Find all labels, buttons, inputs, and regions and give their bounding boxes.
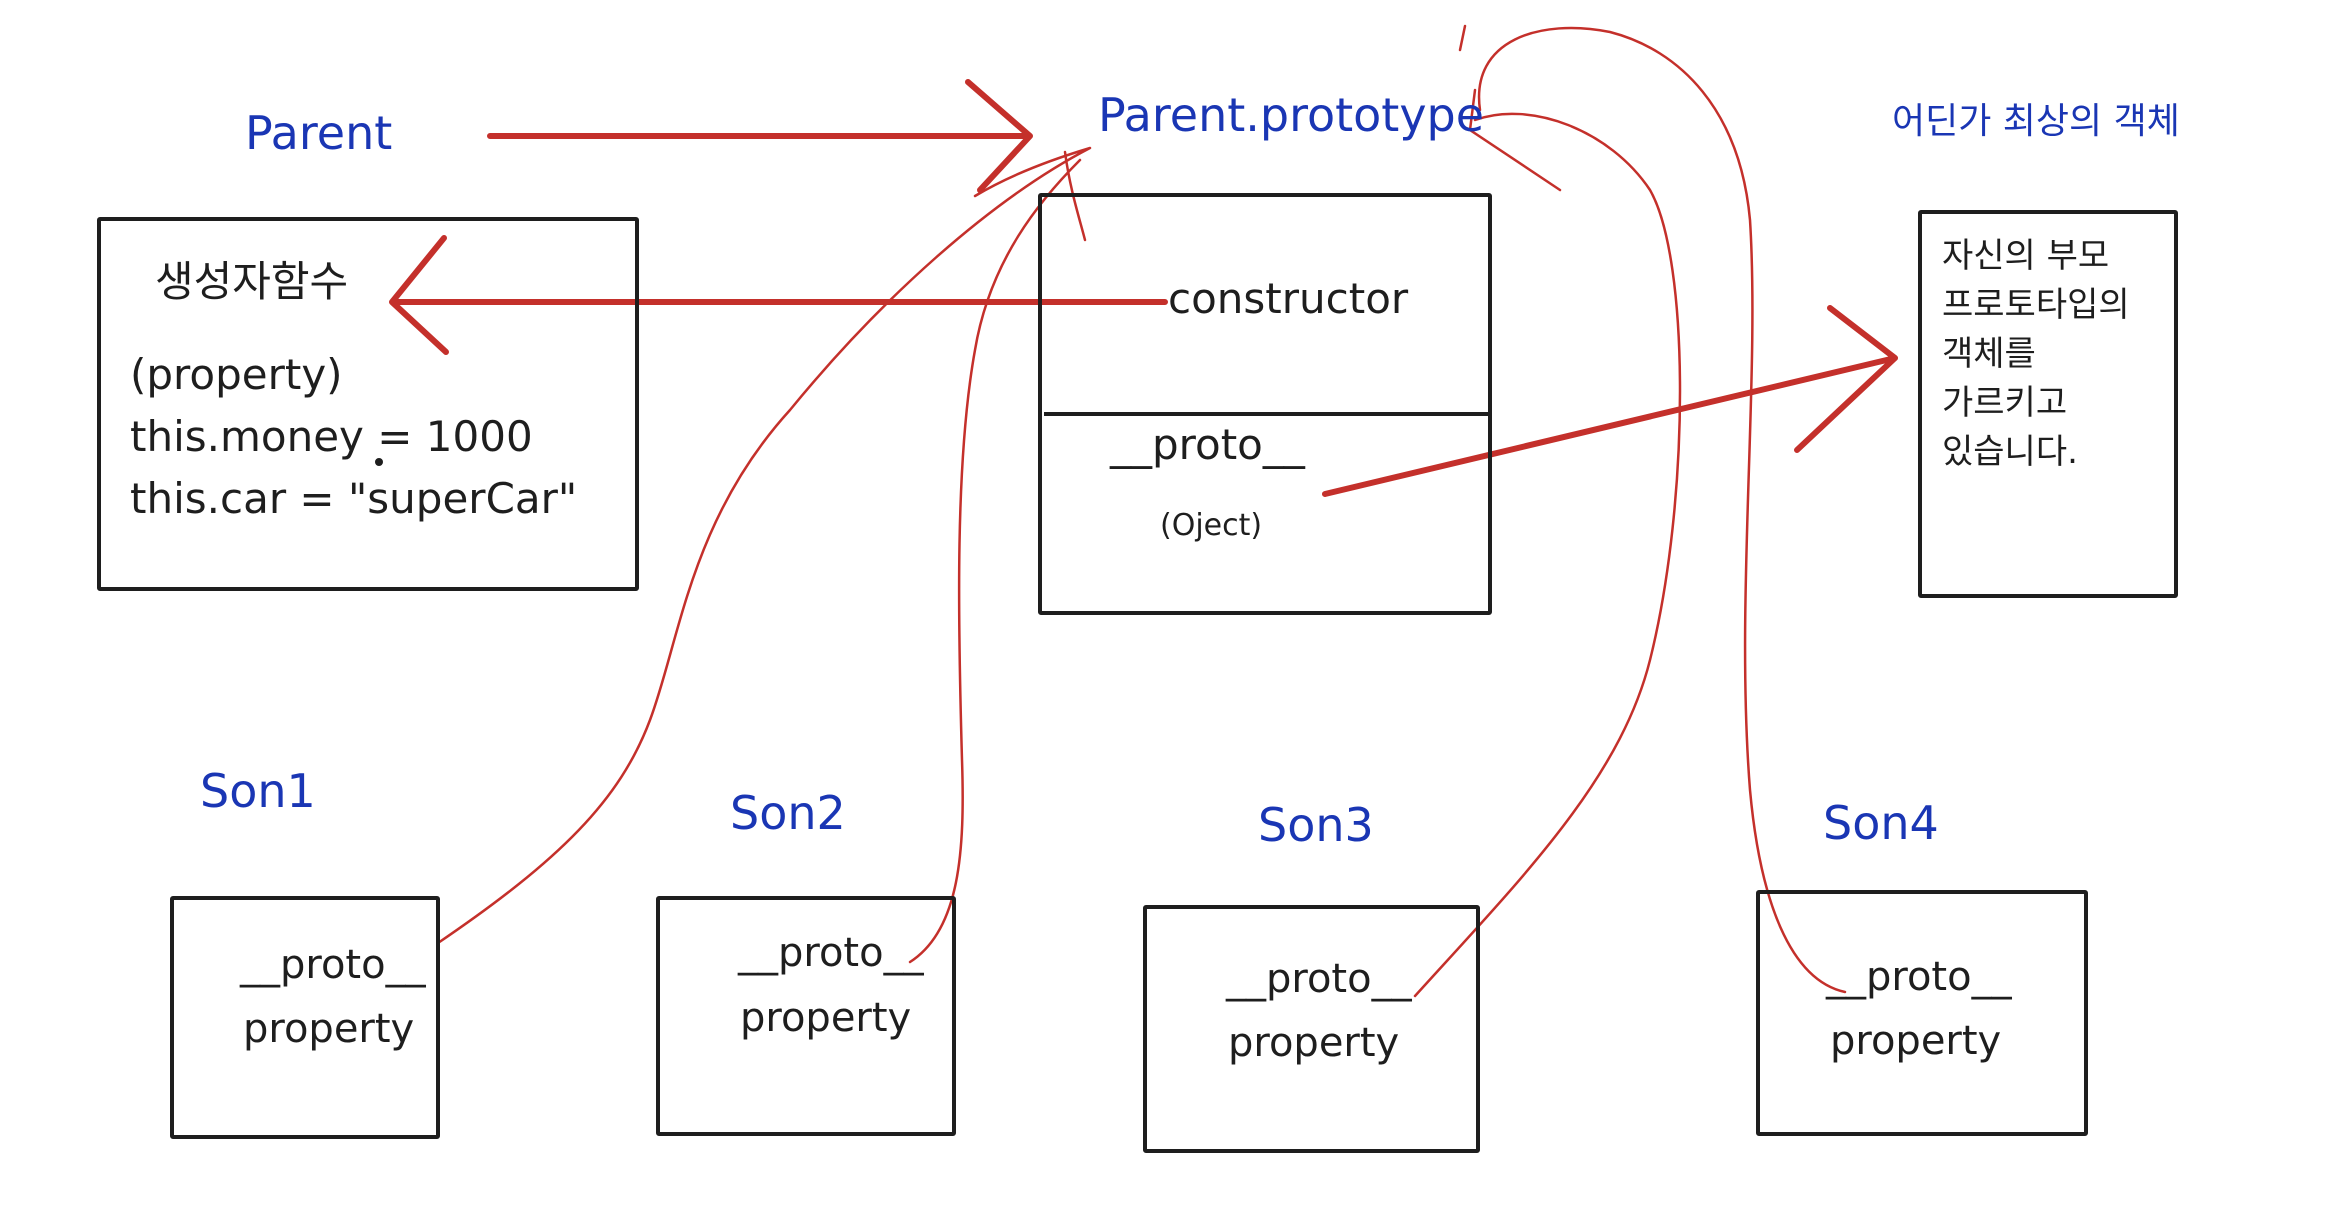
top-object-label: 어딘가 최상의 객체 [1892,101,2180,142]
son3-proto: __proto__ [1226,956,1412,1002]
prototype-label: Parent.prototype [1098,88,1485,142]
son3-label: Son3 [1258,798,1374,852]
son2-proto-link [908,150,1087,964]
son3-box [1143,905,1480,1153]
prototype-proto-field: __proto__ [1110,420,1305,469]
son2-property: property [740,995,912,1041]
son1-property: property [243,1006,415,1052]
son4-property: property [1830,1018,2002,1064]
son2-box [656,896,956,1136]
son4-box [1756,890,2088,1136]
stray-dot [375,458,383,466]
son1-proto-link [436,146,1092,945]
property-heading: (property) [130,350,343,399]
prototype-box [1038,193,1492,615]
son4-proto-link [1458,24,1847,994]
top-object-note: 자신의 부모 프로토타입의 객체를 가르키고 있습니다. [1942,232,2172,477]
son1-proto: __proto__ [240,942,426,988]
son3-proto-link [1413,88,1682,998]
son4-proto: __proto__ [1826,954,2012,1000]
son2-label: Son2 [730,786,846,840]
son1-box [170,896,440,1139]
note-line: 자신의 부모 [1942,236,2110,276]
note-line: 있습니다. [1942,432,2078,472]
top-object-box [1918,210,2178,598]
note-line: 프로토타입의 [1942,285,2130,325]
son4-label: Son4 [1823,796,1939,850]
money-property: this.money = 1000 [130,412,533,461]
car-property: this.car = "superCar" [130,474,578,523]
note-line: 가르키고 [1942,383,2068,423]
constructor-to-function-arrow [389,235,1168,355]
parent-label: Parent [245,106,393,160]
son3-property: property [1228,1020,1400,1066]
parent-to-prototype-arrow [487,79,1033,193]
proto-to-top-object-arrow [1322,305,1898,497]
note-line: 객체를 [1942,334,2036,374]
son2-proto: __proto__ [738,930,924,976]
constructor-function-title: 생성자함수 [155,257,349,306]
proto-object-type: (Oject) [1160,508,1263,543]
constructor-field: constructor [1168,274,1409,323]
parent-constructor-box [97,217,639,591]
son1-label: Son1 [200,764,316,818]
